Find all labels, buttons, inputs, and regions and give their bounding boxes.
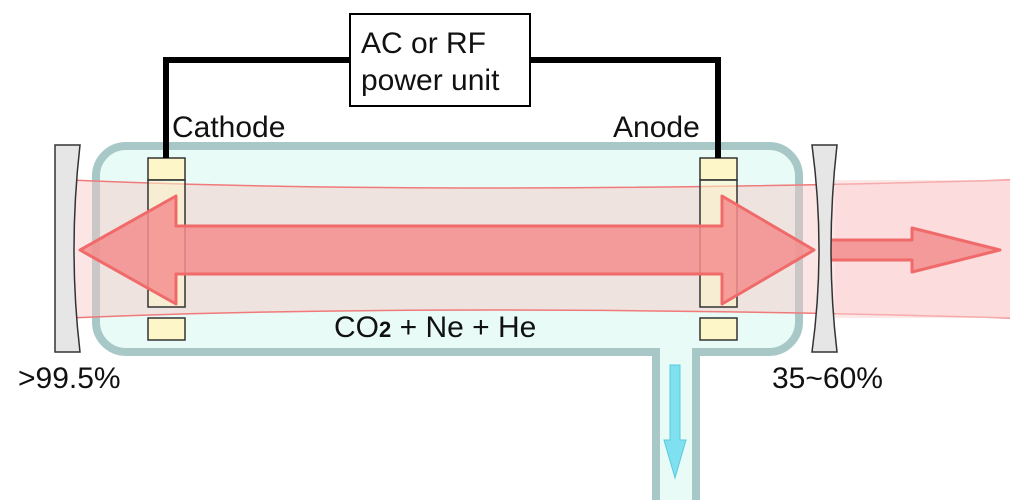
- power-unit-label-line1: AC or RF: [361, 27, 486, 60]
- power-unit-label-line2: power unit: [361, 64, 500, 97]
- output-coupler: [811, 144, 838, 353]
- rear-mirror: [54, 144, 81, 353]
- gas-mixture-prefix: CO: [334, 311, 379, 344]
- double-headed-arrow-icon: [78, 194, 816, 306]
- power-wiring: [163, 57, 721, 158]
- pipe-junction: [660, 346, 692, 360]
- output-coupler-reflectivity: 35~60%: [772, 362, 883, 395]
- right-arrow-icon: [820, 226, 1002, 274]
- rear-mirror-reflectivity: >99.5%: [18, 362, 121, 395]
- anode-label: Anode: [613, 111, 700, 144]
- gas-mixture-suffix: + Ne + He: [391, 311, 536, 344]
- down-arrow-icon: [663, 364, 687, 480]
- power-unit-box: AC or RF power unit: [349, 13, 531, 107]
- gas-mixture-subscript: 2: [379, 317, 391, 342]
- cathode-label: Cathode: [172, 111, 285, 144]
- gas-mixture-label: CO2 + Ne + He: [334, 311, 536, 344]
